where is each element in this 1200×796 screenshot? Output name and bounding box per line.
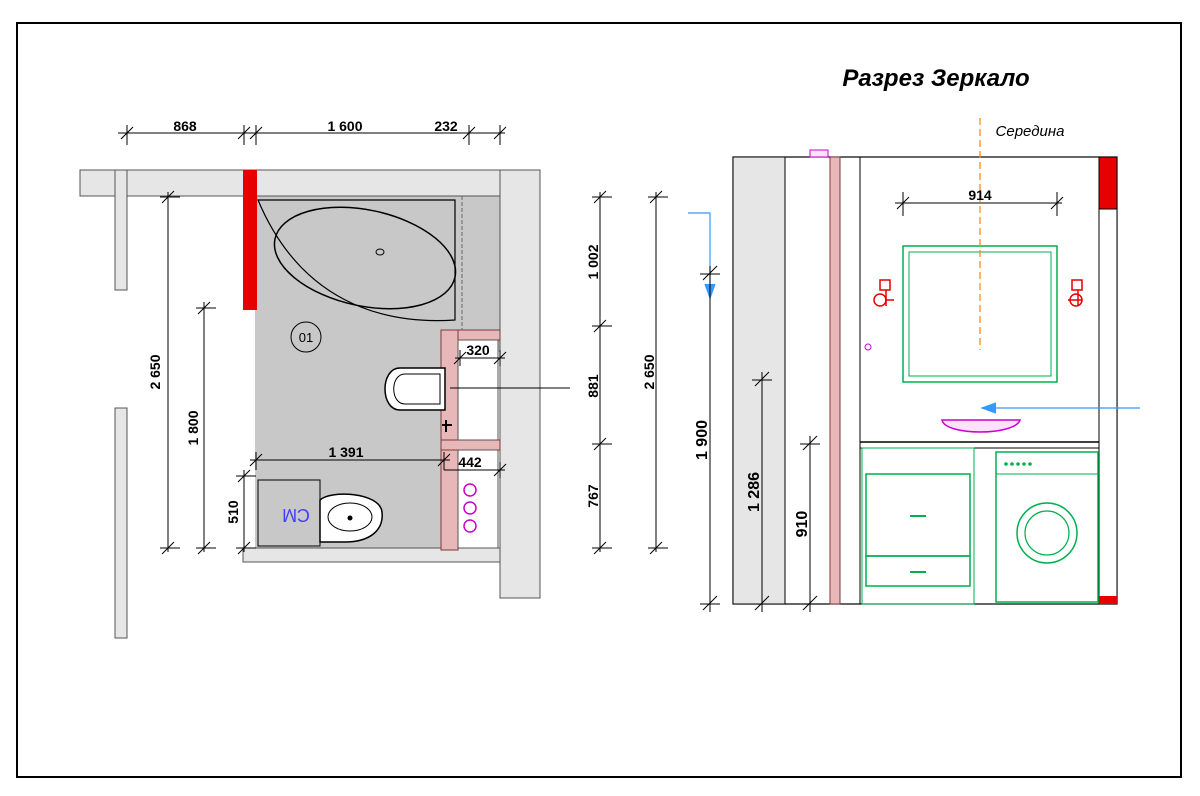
dim-510: 510 xyxy=(225,500,241,524)
dim-442: 442 xyxy=(458,454,482,470)
section-red-bottom xyxy=(1099,596,1117,604)
bottom-wall xyxy=(242,547,501,563)
left-wall-lower xyxy=(114,407,128,639)
red-wall-segment xyxy=(243,170,257,310)
left-wall-upper xyxy=(114,169,128,291)
left-sconce-icon xyxy=(873,279,894,307)
washbasin-drain xyxy=(347,515,353,521)
middle-label: Середина xyxy=(996,123,1065,140)
washer-door-icon xyxy=(1016,502,1078,564)
cabinet-drawer xyxy=(865,555,971,587)
dim-881: 881 xyxy=(585,374,601,398)
burner-2-icon xyxy=(463,501,477,515)
dim-1286: 1 286 xyxy=(746,472,763,512)
right-sconce-icon xyxy=(1068,279,1083,307)
section-red-segment xyxy=(1098,156,1118,210)
bathtub-drain xyxy=(375,248,385,256)
room-tag-circle xyxy=(290,321,322,353)
dim-767: 767 xyxy=(585,484,601,508)
dim-320: 320 xyxy=(466,342,490,358)
toilet-icon xyxy=(384,367,446,411)
washing-machine xyxy=(995,451,1099,603)
dim-1391: 1 391 xyxy=(328,444,363,460)
socket-icon xyxy=(864,343,872,351)
section-title: Разрез Зеркало xyxy=(842,65,1029,92)
washer-outline xyxy=(257,479,321,547)
vent-icon xyxy=(809,149,829,158)
floor-plan: СМ 01 xyxy=(79,169,570,639)
partition-middle xyxy=(440,439,501,451)
right-wall xyxy=(499,169,541,599)
section-washbasin-icon xyxy=(941,419,1022,433)
dim-910: 910 xyxy=(794,511,811,538)
dim-914: 914 xyxy=(968,187,992,203)
dim-left-2650: 2 650 xyxy=(147,354,163,389)
section-wall-right xyxy=(1098,156,1118,605)
dim-right-2650: 2 650 xyxy=(641,354,657,389)
sheet-border xyxy=(16,22,1182,778)
burner-1-icon xyxy=(463,483,477,497)
dim-1600: 1 600 xyxy=(327,118,362,134)
toilet-niche xyxy=(457,339,499,441)
plan-dimension-lines xyxy=(118,125,668,555)
room-tag: 01 xyxy=(299,330,313,345)
burner-3-icon xyxy=(463,519,477,533)
dim-1002: 1 002 xyxy=(585,244,601,279)
section-dimension-lines xyxy=(700,192,1064,612)
washer-buttons-icon xyxy=(1004,462,1032,466)
bathtub-basin xyxy=(273,206,457,310)
section-view xyxy=(732,118,1118,605)
dim-232: 232 xyxy=(434,118,458,134)
stove-niche xyxy=(457,449,499,549)
section-outline xyxy=(732,156,1118,605)
top-wall xyxy=(79,169,501,197)
toilet-seat xyxy=(393,373,441,405)
section-partition xyxy=(829,156,841,605)
dim-868: 868 xyxy=(173,118,197,134)
cabinet-body xyxy=(861,447,975,605)
washer-label: СМ xyxy=(282,505,310,525)
bidet-faucet-icon xyxy=(442,420,452,432)
washbasin-bowl xyxy=(327,502,373,532)
dim-1800: 1 800 xyxy=(185,410,201,445)
dim-1900: 1 900 xyxy=(694,420,711,460)
